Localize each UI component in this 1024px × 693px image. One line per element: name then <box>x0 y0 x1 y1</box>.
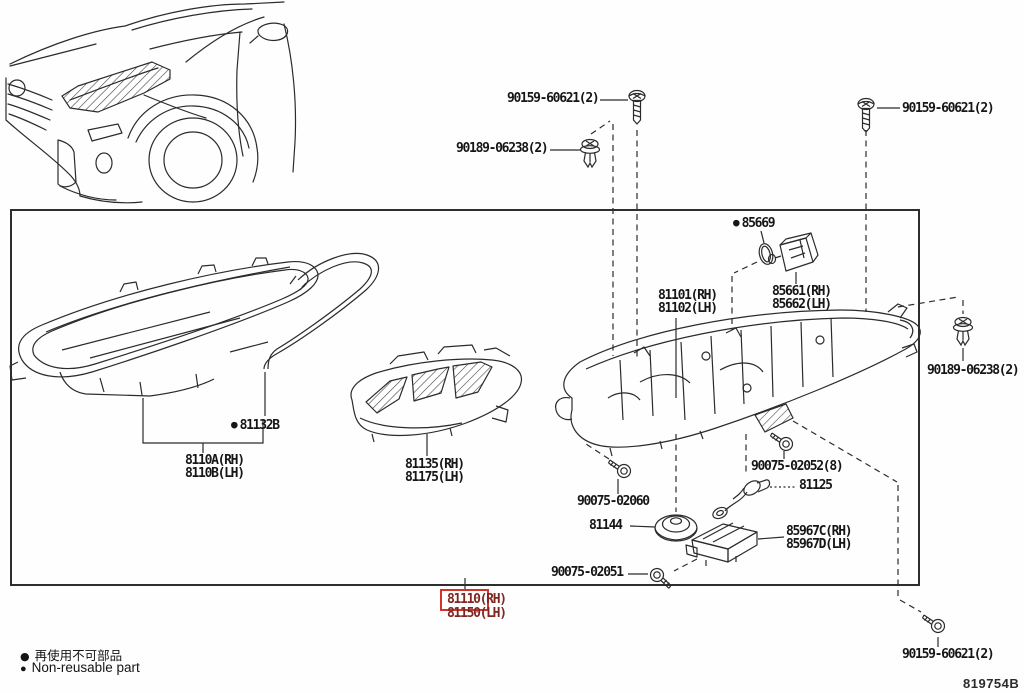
part-label-lens-unit[interactable]: 8110A(RH) 8110B(LH) <box>185 453 245 481</box>
part-number-lh: 8110B(LH) <box>185 466 245 481</box>
part-number-lh: 85967D(LH) <box>786 537 853 552</box>
screw-top-right-icon <box>857 97 875 133</box>
part-label-screw-top-left[interactable]: 90159-60621(2) <box>507 91 600 106</box>
part-label-cap[interactable]: 81144 <box>589 518 623 533</box>
part-number-rh: 8110A(RH) <box>185 453 245 468</box>
part-number-lh: 81102(LH) <box>658 301 718 316</box>
assembly-dashed-lines <box>585 120 964 613</box>
part-label-seal[interactable]: ●81132B <box>231 418 280 433</box>
part-number-lh: 81175(LH) <box>405 470 465 485</box>
part-label-screw-02052[interactable]: 90075-02052(8) <box>751 459 844 474</box>
legend-jp-row: ● 再使用不可部品 <box>20 645 140 663</box>
part-number-rh: 85967C(RH) <box>786 524 853 539</box>
part-number-highlighted: 81110 <box>447 592 481 607</box>
housing-drawing <box>555 303 921 457</box>
part-number-rh: 81101(RH) <box>658 288 718 303</box>
legend: ●再使用不可部品 ●Non-reusable part <box>20 645 140 675</box>
part-number-rh: 81135(RH) <box>405 457 465 472</box>
part-label-screw-bottom-right[interactable]: 90159-60621(2) <box>902 647 995 662</box>
legend-jp-text: 再使用不可部品 <box>34 648 123 663</box>
screw-top-left-icon <box>628 89 646 125</box>
non-reusable-dot: ● <box>20 650 30 663</box>
non-reusable-dot: ● <box>231 418 238 431</box>
part-label-inner-lens[interactable]: 81135(RH) 81175(LH) <box>405 457 465 485</box>
clip-right-icon <box>952 316 974 346</box>
part-label-assembly-lh[interactable]: 81150(LH) <box>447 606 507 621</box>
oring-icon <box>758 243 774 265</box>
ecu-module-icon <box>685 522 758 566</box>
part-number: 81132B <box>239 418 280 433</box>
part-label-oring[interactable]: ●85669 <box>733 216 776 231</box>
part-label-ecu[interactable]: 85967C(RH) 85967D(LH) <box>786 524 853 552</box>
legend-en-row: ● Non-reusable part <box>20 660 140 675</box>
non-reusable-dot: ● <box>20 663 27 675</box>
part-label-housing[interactable]: 81101(RH) 81102(LH) <box>658 288 718 316</box>
part-label-assembly-rh[interactable]: 81110(RH) <box>447 592 507 607</box>
part-number-lh: 85662(LH) <box>772 297 832 312</box>
diagram-code: 819754B <box>963 676 1020 691</box>
headlamp-seal-cord-drawing <box>263 252 380 370</box>
part-label-clip-top[interactable]: 90189-06238(2) <box>456 141 549 156</box>
legend-en-text: Non-reusable part <box>31 660 140 675</box>
part-label-bulb[interactable]: 81125 <box>799 478 833 493</box>
screw-bottom-right-icon <box>921 614 946 634</box>
socket-cap-icon <box>654 514 698 542</box>
leveling-actuator-icon <box>767 232 819 272</box>
part-number-rh: 85661(RH) <box>772 284 832 299</box>
bulb-socket-icon <box>712 479 771 520</box>
part-label-screw-02051[interactable]: 90075-02051 <box>551 565 624 580</box>
part-label-screw-02060[interactable]: 90075-02060 <box>577 494 650 509</box>
part-suffix: (RH) <box>479 592 507 607</box>
part-number: 85669 <box>741 216 776 231</box>
vehicle-thumbnail-drawing <box>5 1 297 204</box>
selected-part-highlight-box <box>440 589 489 611</box>
part-label-clip-right[interactable]: 90189-06238(2) <box>927 363 1020 378</box>
assembly-diagram-box <box>10 209 920 586</box>
inner-lens-unit-drawing <box>350 344 523 443</box>
part-label-actuator[interactable]: 85661(RH) 85662(LH) <box>772 284 832 312</box>
non-reusable-dot: ● <box>733 216 740 229</box>
part-label-screw-top-right[interactable]: 90159-60621(2) <box>902 101 995 116</box>
clip-top-icon <box>579 138 601 168</box>
